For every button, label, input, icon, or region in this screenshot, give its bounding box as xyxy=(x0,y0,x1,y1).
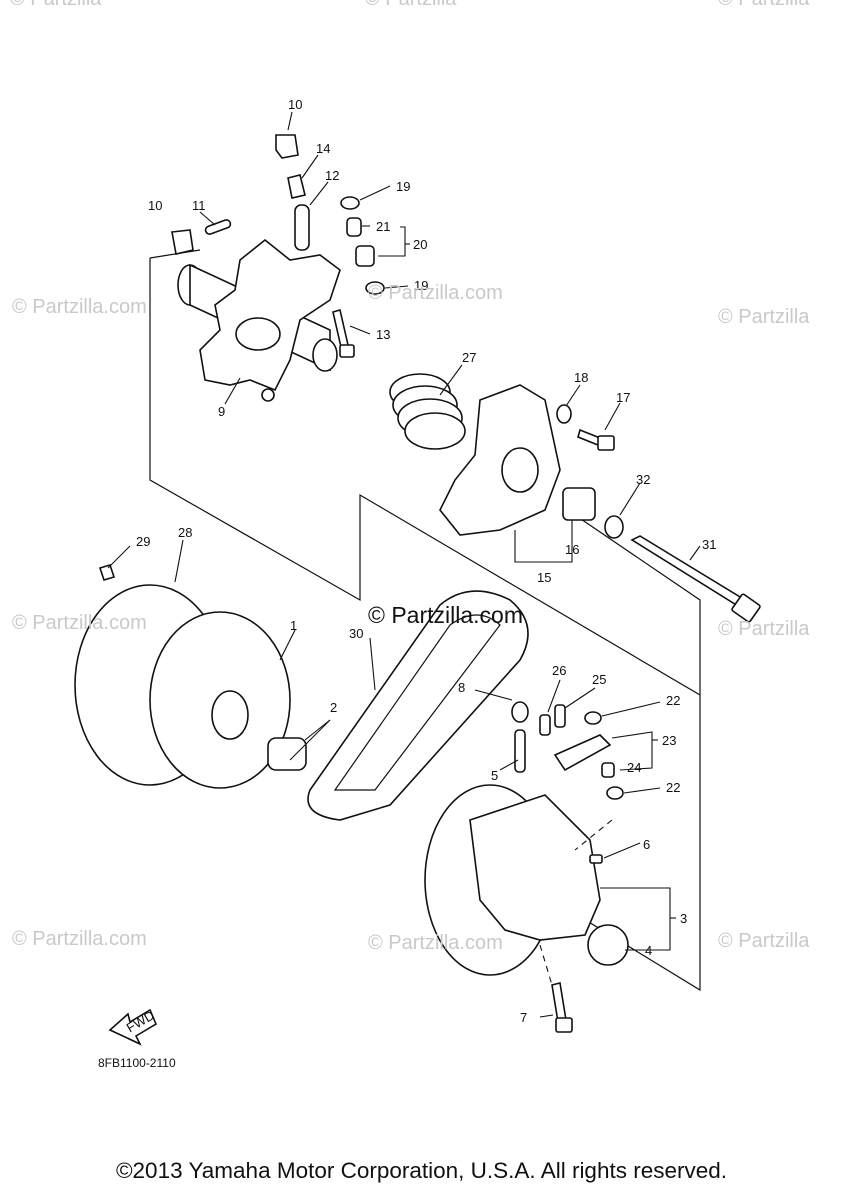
part-label-4: 4 xyxy=(645,943,652,958)
part-label-27: 27 xyxy=(462,350,476,365)
part-label-19-top: 19 xyxy=(396,179,410,194)
fixed-sheave xyxy=(424,701,629,1033)
part-label-14: 14 xyxy=(316,141,330,156)
assembly-outline xyxy=(149,249,701,992)
sliding-sheave-shaft xyxy=(177,238,341,402)
watermark-row2-right: © Partzilla xyxy=(718,306,810,328)
part-label-13: 13 xyxy=(376,327,390,342)
part-label-15: 15 xyxy=(537,570,551,585)
part-label-24: 24 xyxy=(627,760,641,775)
part-label-6: 6 xyxy=(643,837,650,852)
part-label-1: 1 xyxy=(290,618,297,633)
part-label-7: 7 xyxy=(520,1010,527,1025)
part-label-32: 32 xyxy=(636,472,650,487)
part-label-12: 12 xyxy=(325,168,339,183)
part-label-8: 8 xyxy=(458,680,465,695)
long-bolt xyxy=(630,535,761,623)
drive-belt xyxy=(307,590,529,821)
primary-sheave xyxy=(74,564,307,789)
part-label-21: 21 xyxy=(376,219,390,234)
watermark-top-left: © Partzilla xyxy=(10,0,101,11)
part-label-2: 2 xyxy=(330,700,337,715)
leader-lines xyxy=(107,111,701,1018)
part-label-22-top: 22 xyxy=(666,693,680,708)
part-number-labels: 10 14 12 19 10 11 21 20 19 13 9 27 18 17… xyxy=(136,97,716,1025)
part-label-31: 31 xyxy=(702,537,716,552)
part-label-20: 20 xyxy=(413,237,427,252)
part-label-26: 26 xyxy=(552,663,566,678)
watermark-row4-center: © Partzilla.com xyxy=(368,932,503,954)
watermark-row3-right: © Partzilla xyxy=(718,618,810,640)
part-label-11: 11 xyxy=(192,198,206,213)
part-label-10-left: 10 xyxy=(148,198,162,213)
fwd-arrow: FWD xyxy=(108,1008,158,1046)
watermark-row2-left: © Partzilla.com xyxy=(12,296,147,318)
part-label-19-bottom: 19 xyxy=(414,278,428,293)
part-label-22-bottom: 22 xyxy=(666,780,680,795)
part-label-29: 29 xyxy=(136,534,150,549)
part-label-16: 16 xyxy=(565,542,579,557)
part-label-23: 23 xyxy=(662,733,676,748)
watermark-main-center: © Partzilla.com xyxy=(368,602,523,628)
watermark-row3-left: © Partzilla.com xyxy=(12,612,147,634)
watermark-row4-left: © Partzilla.com xyxy=(12,928,147,950)
watermark-row4-right: © Partzilla xyxy=(718,930,810,952)
watermark-row2-center: © Partzilla.com xyxy=(368,282,503,304)
part-label-18: 18 xyxy=(574,370,588,385)
spring-seat xyxy=(439,384,624,539)
part-label-28: 28 xyxy=(178,525,192,540)
part-label-17: 17 xyxy=(616,390,630,405)
copyright-notice: ©2013 Yamaha Motor Corporation, U.S.A. A… xyxy=(115,1158,728,1183)
small-hardware-top xyxy=(171,134,385,358)
watermark-top-right: © Partzilla xyxy=(718,0,809,11)
spring xyxy=(389,373,466,450)
watermark-top-center: © Partzilla xyxy=(365,0,456,11)
diagram-code: 8FB1100-2110 xyxy=(98,1056,176,1070)
part-label-30: 30 xyxy=(349,626,363,641)
part-label-3: 3 xyxy=(680,911,687,926)
part-label-25: 25 xyxy=(592,672,606,687)
part-label-5: 5 xyxy=(491,768,498,783)
part-label-10-top: 10 xyxy=(288,97,302,112)
part-label-9: 9 xyxy=(218,404,225,419)
